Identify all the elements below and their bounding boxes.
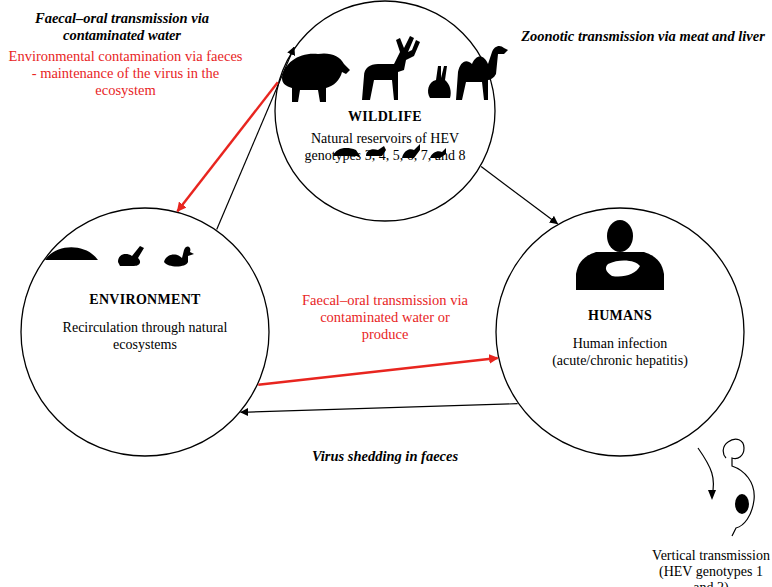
- node-heading: ENVIRONMENT: [45, 291, 245, 308]
- edge-label: Faecal–oral transmission via contaminate…: [300, 292, 470, 343]
- human-silhouette: [576, 220, 664, 290]
- node-heading: WILDLIFE: [310, 108, 460, 125]
- environment-silhouettes: [45, 246, 194, 267]
- node-body: Human infection (acute/chronic hepatitis…: [535, 335, 705, 369]
- edge-label: Environmental contamination via faeces -…: [8, 48, 243, 99]
- transmission-arrow: [481, 167, 557, 224]
- edge-label: Faecal–oral transmission via contaminate…: [2, 10, 242, 44]
- edge-label: Virus shedding in faeces: [270, 448, 500, 465]
- node-body: Natural reservoirs of HEV genotypes 3, 4…: [300, 130, 470, 164]
- circle-outline: [495, 207, 745, 457]
- node-heading: HUMANS: [520, 307, 720, 324]
- transmission-arrow: [177, 82, 277, 211]
- circle-node: ENVIRONMENT Recirculation through natural…: [20, 207, 270, 457]
- vertical-transmission-illustration: [698, 439, 754, 536]
- transmission-arrow: [241, 404, 518, 413]
- note-label: Vertical transmission (HEV genotypes 1 a…: [650, 548, 772, 587]
- transmission-arrow: [258, 358, 497, 385]
- node-body: Recirculation through natural ecosystems: [55, 319, 235, 353]
- circle-node: HUMANS Human infection (acute/chronic hep…: [495, 207, 745, 457]
- edge-label: Zoonotic transmission via meat and liver: [518, 28, 768, 45]
- transmission-arrow: [217, 47, 294, 229]
- circle-node: WILDLIFE Natural reservoirs of HEV genoty…: [274, 0, 496, 222]
